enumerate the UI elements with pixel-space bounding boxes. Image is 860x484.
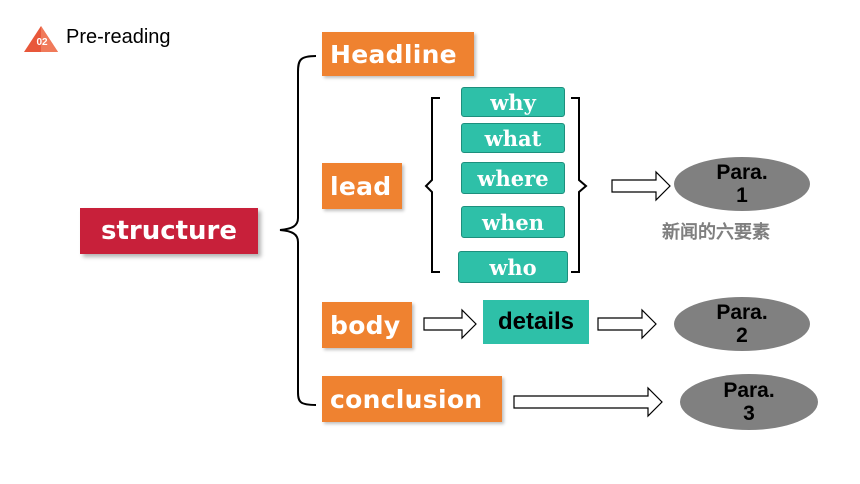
para-2-ellipse: Para. 2: [674, 297, 810, 351]
lead-left-bracket: [424, 97, 440, 273]
para-2-line1: Para.: [716, 301, 768, 324]
lead-element-label: where: [477, 165, 549, 191]
section-header: 02 Pre-reading: [22, 24, 202, 54]
lead-element-label: when: [482, 209, 544, 235]
arrow-details-to-para2: [597, 308, 657, 340]
lead-element-what: what: [461, 123, 565, 153]
para-1-line2: 1: [736, 184, 748, 207]
lead-element-label: what: [484, 125, 542, 151]
para-3-line1: Para.: [723, 379, 775, 402]
lead-element-where: where: [461, 162, 565, 194]
main-brace: [279, 55, 317, 406]
details-box: details: [483, 300, 589, 344]
para-1-line1: Para.: [716, 161, 768, 184]
conclusion-box: conclusion: [322, 376, 502, 422]
structure-label: structure: [100, 216, 238, 246]
para-3-ellipse: Para. 3: [680, 374, 818, 430]
lead-element-who: who: [458, 251, 568, 283]
structure-box: structure: [80, 208, 258, 254]
arrow-conclusion-to-para3: [513, 386, 663, 418]
para-2-line2: 2: [736, 324, 748, 347]
lead-box: lead: [322, 163, 402, 209]
arrow-body-to-details: [423, 308, 477, 340]
headline-label: Headline: [330, 39, 457, 69]
lead-label: lead: [330, 171, 392, 201]
triangle-badge-icon: [24, 26, 58, 52]
lead-right-bracket: [571, 97, 588, 273]
para-1-ellipse: Para. 1: [674, 157, 810, 211]
arrow-lead-to-para1: [611, 170, 671, 202]
lead-element-why: why: [461, 87, 565, 117]
page-title: Pre-reading: [66, 26, 171, 48]
header-badge-number: 02: [36, 37, 48, 48]
lead-element-label: who: [489, 254, 537, 280]
lead-element-label: why: [490, 89, 536, 115]
headline-box: Headline: [322, 32, 474, 76]
conclusion-label: conclusion: [330, 384, 483, 414]
details-label: details: [497, 308, 575, 335]
body-label: body: [330, 310, 401, 340]
body-box: body: [322, 302, 412, 348]
para-3-line2: 3: [743, 402, 755, 425]
lead-element-when: when: [461, 206, 565, 238]
six-elements-note: 新闻的六要素: [662, 222, 770, 242]
